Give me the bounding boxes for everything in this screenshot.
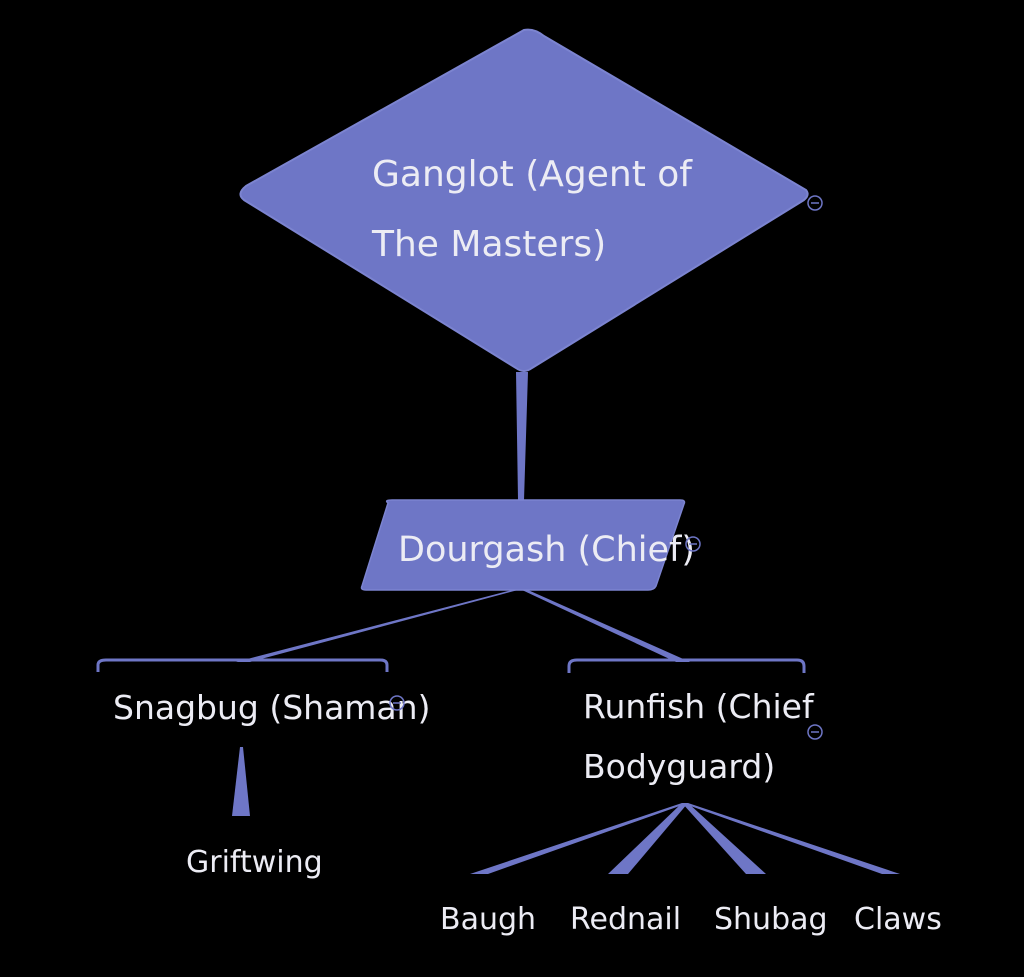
shaman-bracket — [96, 658, 389, 672]
chief-collapse-toggle[interactable] — [685, 536, 701, 552]
claws-node[interactable]: Claws — [854, 902, 942, 937]
collapse-minus-icon — [807, 195, 823, 211]
root-node[interactable]: Ganglot (Agent of The Masters) — [239, 28, 809, 372]
connector-bodyguard-baugh — [470, 803, 688, 874]
shubag-node[interactable]: Shubag — [714, 902, 828, 937]
griftwing-node[interactable]: Griftwing — [186, 845, 323, 880]
root-label-line2: The Masters) — [371, 224, 606, 265]
connector-chief-shaman — [236, 590, 518, 662]
collapse-minus-icon — [389, 695, 405, 711]
shaman-node[interactable]: Snagbug (Shaman) — [96, 658, 430, 727]
connector-chief-bodyguard — [522, 590, 690, 662]
connector-root-chief — [516, 372, 528, 500]
bodyguard-node[interactable]: Runfish (Chief Bodyguard) — [567, 658, 815, 786]
connector-bodyguard-rednail — [608, 803, 688, 874]
bodyguard-collapse-toggle[interactable] — [807, 724, 823, 740]
collapse-minus-icon — [807, 724, 823, 740]
connector-shaman-griftwing — [232, 747, 250, 816]
chief-node[interactable]: Dourgash (Chief) — [360, 499, 696, 591]
rednail-node[interactable]: Rednail — [570, 902, 681, 937]
bodyguard-bracket — [567, 658, 806, 673]
chief-parallelogram-shape — [360, 499, 686, 591]
connector-bodyguard-claws — [682, 803, 900, 874]
chief-label: Dourgash (Chief) — [398, 530, 695, 570]
shaman-label: Snagbug (Shaman) — [113, 688, 430, 727]
root-diamond-shape — [239, 28, 809, 372]
root-collapse-toggle[interactable] — [807, 195, 823, 211]
baugh-node[interactable]: Baugh — [440, 902, 536, 937]
connector-bodyguard-shubag — [682, 803, 766, 874]
bodyguard-label-line1: Runfish (Chief — [583, 687, 815, 726]
bodyguard-label-line2: Bodyguard) — [583, 747, 775, 786]
shaman-collapse-toggle[interactable] — [389, 695, 405, 711]
connectors — [232, 372, 900, 874]
collapse-minus-icon — [685, 536, 701, 552]
root-label-line1: Ganglot (Agent of — [372, 154, 693, 195]
